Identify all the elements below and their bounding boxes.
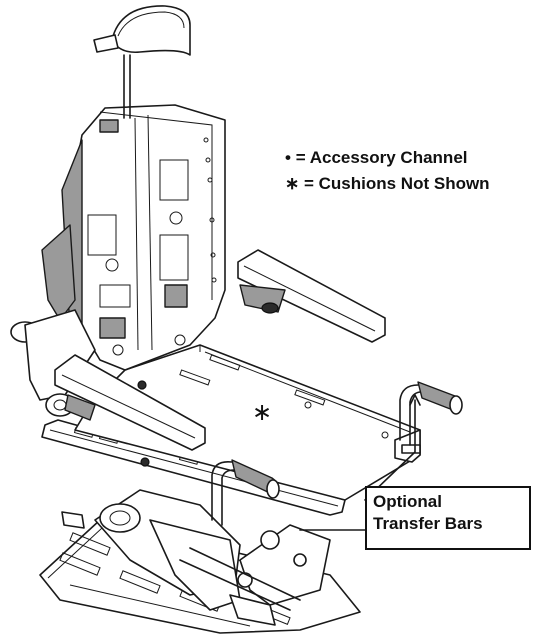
asterisk-icon: ∗ [285,174,300,193]
front-transfer-bar [211,459,280,526]
left-armrest [54,354,206,451]
accessory-channel-dot-front [140,457,150,467]
legend-label: = Cushions Not Shown [303,174,490,193]
callout-line-1: Optional [373,492,442,511]
optional-transfer-bars-callout: Optional Transfer Bars [365,486,531,550]
right-armrest [237,249,386,343]
callout-line-2: Transfer Bars [373,514,483,533]
bullet-icon: • [285,148,291,167]
backrest [61,104,226,371]
cushion-not-shown-mark: ∗ [252,398,273,426]
accessory-channel-dot-left [137,380,147,390]
legend-cushions-not-shown: ∗ = Cushions Not Shown [285,174,490,194]
callout-leaders [299,394,421,531]
tilt-mechanism [61,489,331,626]
legend-label: = Accessory Channel [295,148,468,167]
legend-accessory-channel: • = Accessory Channel [285,148,468,168]
headrest [93,5,191,119]
rear-transfer-bar [399,381,463,446]
